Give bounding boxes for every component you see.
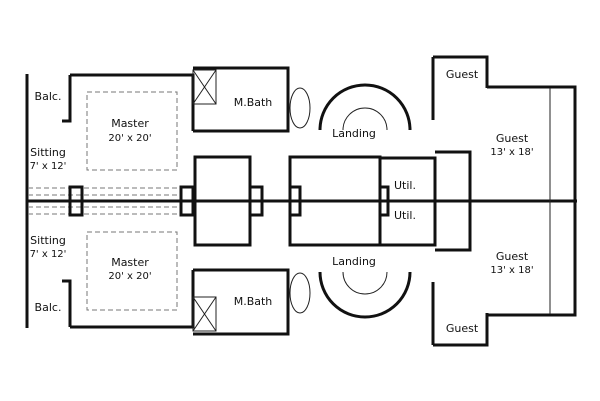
- room-label-balc-bottom: Balc.: [35, 301, 62, 314]
- guest-bath-bottom: [431, 282, 489, 347]
- tub-bottom: [289, 272, 311, 314]
- master-bottom-rug: [86, 231, 178, 311]
- room-label-sitting-bottom-dim: 7' x 12': [30, 249, 67, 260]
- stair-bottom: [318, 271, 412, 319]
- guest-bath-top: [431, 55, 489, 120]
- closet-block: [193, 155, 252, 247]
- shower-bottom: [192, 296, 217, 332]
- room-label-guest-bottom: Guest: [496, 250, 529, 263]
- room-label-guest-bath-top: Guest: [446, 68, 479, 81]
- room-label-sitting-top: Sitting: [30, 146, 66, 159]
- beam-lines: [28, 187, 180, 215]
- room-label-master-top: Master: [111, 117, 149, 130]
- tub-top: [289, 87, 311, 129]
- room-label-master-top-dim: 20' x 20': [108, 133, 151, 144]
- walls: [25, 55, 577, 347]
- room-label-master-bottom-dim: 20' x 20': [108, 271, 151, 282]
- stair-top-inner: [342, 107, 388, 131]
- room-label-balc-top: Balc.: [35, 90, 62, 103]
- room-label-guest-bottom-dim: 13' x 18': [490, 265, 533, 276]
- room-label-util-top: Util.: [394, 179, 416, 192]
- mbath-bottom-walls: [193, 268, 290, 336]
- util-walls: [380, 156, 437, 247]
- room-label-mbath-bottom: M.Bath: [234, 295, 273, 308]
- master-top-rug: [86, 91, 178, 171]
- room-label-landing-top: Landing: [332, 127, 376, 140]
- room-label-landing-bottom: Landing: [332, 255, 376, 268]
- columns: [68, 185, 390, 217]
- stair-bottom-inner: [342, 271, 388, 295]
- guest-rooms-walls: [487, 85, 577, 317]
- shower-top: [192, 69, 217, 105]
- room-label-master-bottom: Master: [111, 256, 149, 269]
- room-label-sitting-bottom: Sitting: [30, 234, 66, 247]
- room-label-mbath-top: M.Bath: [234, 96, 273, 109]
- stair-top: [318, 83, 412, 131]
- guest-closets: [435, 150, 472, 252]
- room-label-guest-top-dim: 13' x 18': [490, 147, 533, 158]
- room-label-guest-bath-bottom: Guest: [446, 322, 479, 335]
- room-label-util-bottom: Util.: [394, 209, 416, 222]
- room-label-sitting-top-dim: 7' x 12': [30, 161, 67, 172]
- room-label-guest-top: Guest: [496, 132, 529, 145]
- mbath-top-walls: [193, 66, 290, 133]
